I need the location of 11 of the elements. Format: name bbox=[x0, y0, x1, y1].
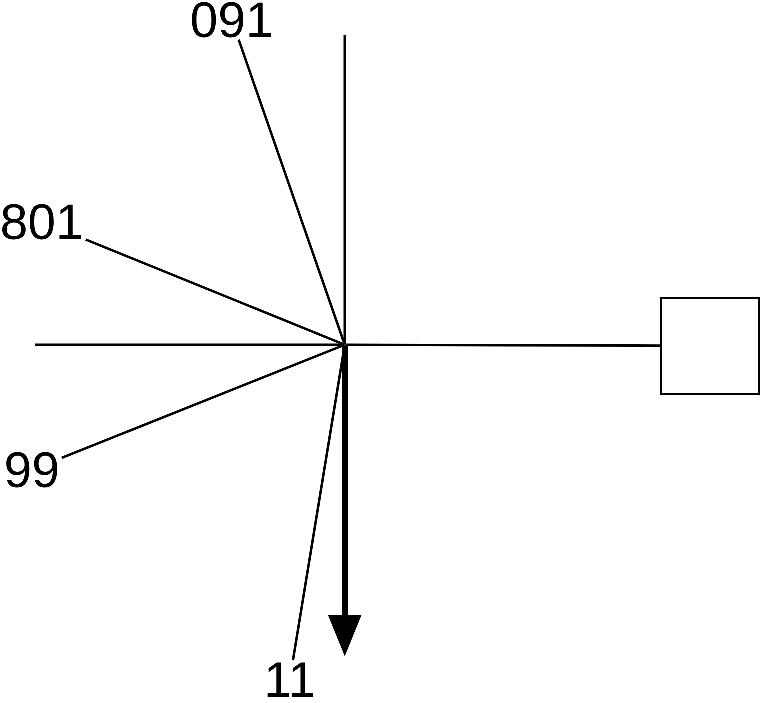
leader-line bbox=[62, 344, 345, 460]
reference-numeral: 801 bbox=[2, 204, 82, 240]
reference-numeral: 99 bbox=[6, 452, 58, 488]
reference-numeral: 11 bbox=[268, 662, 314, 698]
leader-line bbox=[238, 39, 346, 345]
line bbox=[344, 35, 346, 344]
line bbox=[35, 344, 344, 346]
line bbox=[346, 344, 660, 348]
box-shape bbox=[660, 297, 760, 395]
leader-line bbox=[85, 238, 345, 346]
reference-numeral: 091 bbox=[192, 2, 272, 38]
